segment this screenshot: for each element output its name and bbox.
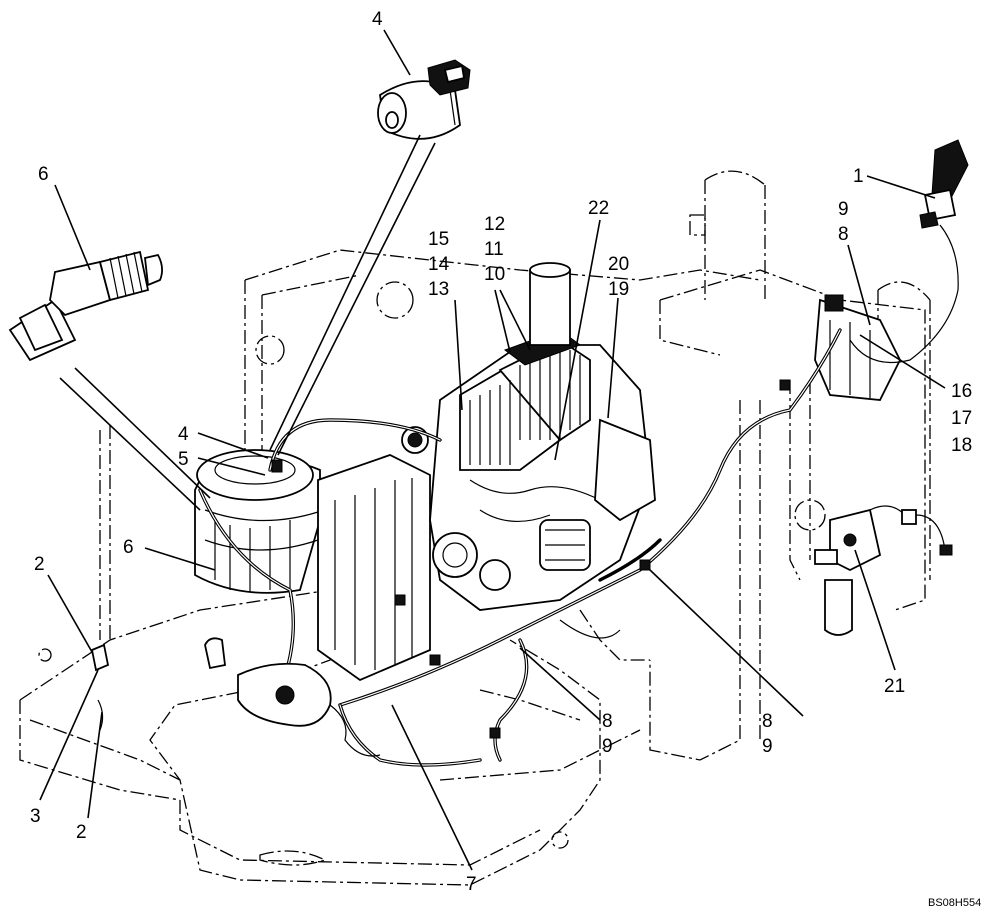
- callout-18: 18: [951, 435, 972, 456]
- drawing-code: BS08H554: [928, 897, 981, 909]
- callout-22: 22: [588, 198, 609, 219]
- small-brackets-left: [90, 637, 226, 731]
- callout-8-center: 8: [602, 711, 613, 732]
- callout-6-mid: 6: [123, 537, 134, 558]
- callout-3: 3: [30, 806, 41, 827]
- callout-20: 20: [608, 254, 629, 275]
- callout-9-right: 9: [762, 736, 773, 757]
- callout-8-upper: 9: [838, 199, 849, 220]
- callout-11: 11: [484, 239, 504, 260]
- callout-labels: 1 2 2 3 4 4 5 6 6 7 9 8 8 9 8 9 10 11 12…: [30, 9, 981, 909]
- callout-12: 12: [484, 214, 505, 235]
- callout-8-upper-pos: 8: [838, 224, 849, 245]
- callout-19: 19: [608, 279, 629, 300]
- callout-13: 13: [428, 279, 449, 300]
- callout-5: 5: [178, 449, 189, 470]
- callout-14: 14: [428, 254, 450, 275]
- air-cleaner-assembly: [194, 449, 321, 594]
- callout-16: 16: [951, 381, 972, 402]
- callout-2-upper: 2: [34, 554, 45, 575]
- callout-8-right: 8: [762, 711, 773, 732]
- callout-9-center: 9: [602, 736, 613, 757]
- callout-1: 1: [853, 166, 864, 187]
- callout-21: 21: [884, 676, 905, 697]
- callout-4-top: 4: [372, 9, 383, 30]
- leader-lines: [39, 29, 946, 871]
- pedal-sensor-detail: [919, 139, 969, 229]
- callout-2-lower: 2: [76, 822, 87, 843]
- engine-block: [401, 262, 656, 611]
- callout-17: 17: [951, 408, 972, 429]
- callout-6-top: 6: [38, 164, 49, 185]
- harness-bracket: [237, 662, 381, 757]
- radiator-panel: [317, 454, 431, 682]
- callout-4-mid: 4: [178, 424, 189, 445]
- callout-7: 7: [466, 874, 477, 895]
- pressure-switch-detail: [377, 59, 471, 140]
- callout-15: 15: [428, 229, 449, 250]
- callout-10: 10: [484, 264, 505, 285]
- right-side-components: [814, 294, 953, 636]
- wire-harness: [198, 224, 959, 767]
- temperature-sender-detail: [8, 250, 163, 362]
